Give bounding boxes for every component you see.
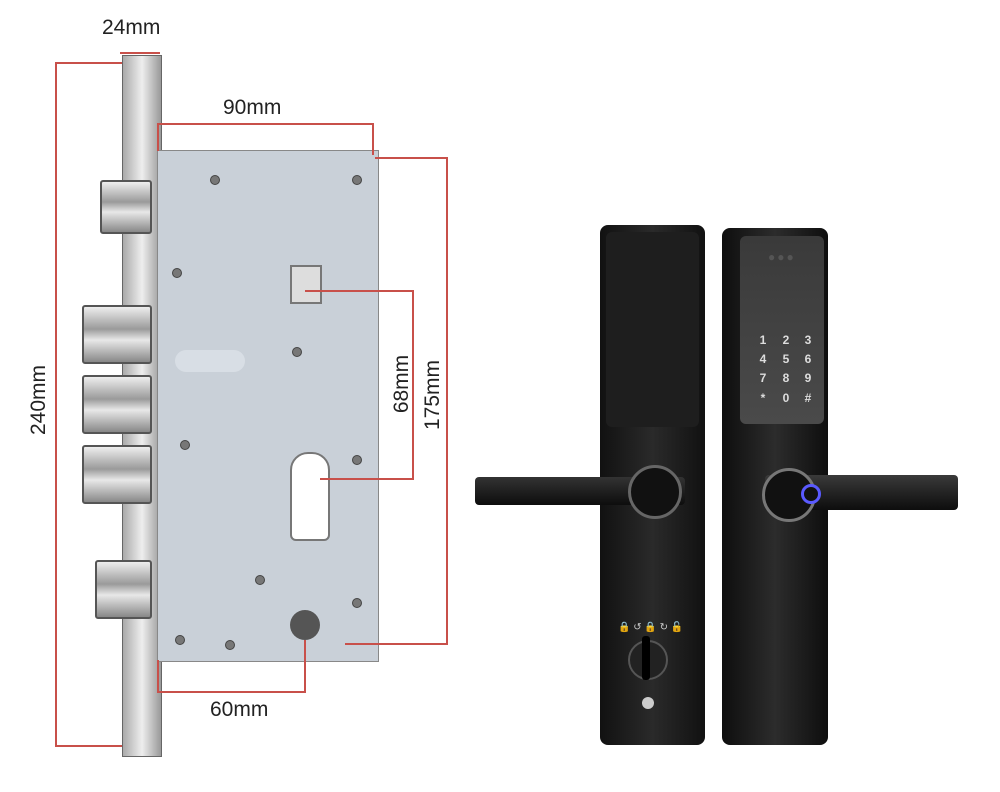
lock-case bbox=[157, 150, 379, 662]
deadbolt-2 bbox=[82, 375, 152, 434]
dim-label-24mm: 24mm bbox=[102, 16, 161, 39]
screw-icon bbox=[352, 598, 362, 608]
screw-icon bbox=[292, 347, 302, 357]
screw-icon bbox=[352, 175, 362, 185]
key-0[interactable]: 0 bbox=[782, 391, 790, 405]
key-5[interactable]: 5 bbox=[782, 352, 790, 366]
dim-line bbox=[55, 62, 57, 747]
dim-label-240mm: 240mm bbox=[27, 364, 51, 436]
screw-icon bbox=[172, 268, 182, 278]
screw-icon bbox=[255, 575, 265, 585]
screw-icon bbox=[175, 635, 185, 645]
key-7[interactable]: 7 bbox=[759, 371, 767, 385]
thumb-turn-bar bbox=[642, 636, 650, 680]
key-2[interactable]: 2 bbox=[782, 333, 790, 347]
bottom-screw-hole bbox=[290, 610, 320, 640]
dim-line bbox=[55, 62, 122, 64]
dim-line bbox=[304, 640, 306, 693]
sensor-dots: ●●● bbox=[768, 250, 796, 264]
back-panel-cover bbox=[606, 232, 699, 427]
auxiliary-bolt bbox=[95, 560, 152, 619]
dim-label-90mm: 90mm bbox=[223, 96, 282, 119]
dim-line bbox=[157, 660, 159, 693]
dim-label-60mm: 60mm bbox=[210, 698, 269, 721]
case-slot bbox=[175, 350, 245, 372]
dim-label-68mm: 68mm bbox=[390, 354, 414, 414]
deadbolt-1 bbox=[82, 305, 152, 364]
dim-line bbox=[446, 157, 448, 645]
key-1[interactable]: 1 bbox=[759, 333, 767, 347]
dim-line bbox=[305, 290, 414, 292]
key-6[interactable]: 6 bbox=[804, 352, 812, 366]
dim-line bbox=[412, 290, 414, 480]
deadbolt-3 bbox=[82, 445, 152, 504]
screw-icon bbox=[352, 455, 362, 465]
key-3[interactable]: 3 bbox=[804, 333, 812, 347]
dim-line bbox=[157, 123, 159, 151]
spindle-hole bbox=[290, 265, 322, 304]
key-hash[interactable]: # bbox=[804, 391, 812, 405]
latch-bolt bbox=[100, 180, 152, 234]
screw-icon bbox=[225, 640, 235, 650]
screw-icon bbox=[180, 440, 190, 450]
dim-line bbox=[320, 478, 414, 480]
dim-line bbox=[345, 643, 448, 645]
dim-line bbox=[372, 123, 374, 155]
key-8[interactable]: 8 bbox=[782, 371, 790, 385]
keypad-glass bbox=[740, 236, 824, 424]
screw-icon bbox=[210, 175, 220, 185]
screw-icon bbox=[642, 697, 654, 709]
dim-line bbox=[120, 52, 160, 54]
lock-status-icons: 🔒 ↺ 🔒 ↻ 🔓 bbox=[618, 622, 684, 633]
fingerprint-sensor-icon[interactable] bbox=[801, 484, 821, 504]
dim-line bbox=[375, 157, 448, 159]
cylinder-hole bbox=[290, 452, 330, 541]
dim-line bbox=[55, 745, 122, 747]
key-star[interactable]: * bbox=[760, 391, 766, 405]
dim-line bbox=[157, 123, 373, 125]
back-handle-rose bbox=[628, 465, 682, 519]
key-9[interactable]: 9 bbox=[804, 371, 812, 385]
dim-line bbox=[157, 691, 306, 693]
key-4[interactable]: 4 bbox=[759, 352, 767, 366]
dim-label-175mm: 175mm bbox=[421, 359, 445, 431]
